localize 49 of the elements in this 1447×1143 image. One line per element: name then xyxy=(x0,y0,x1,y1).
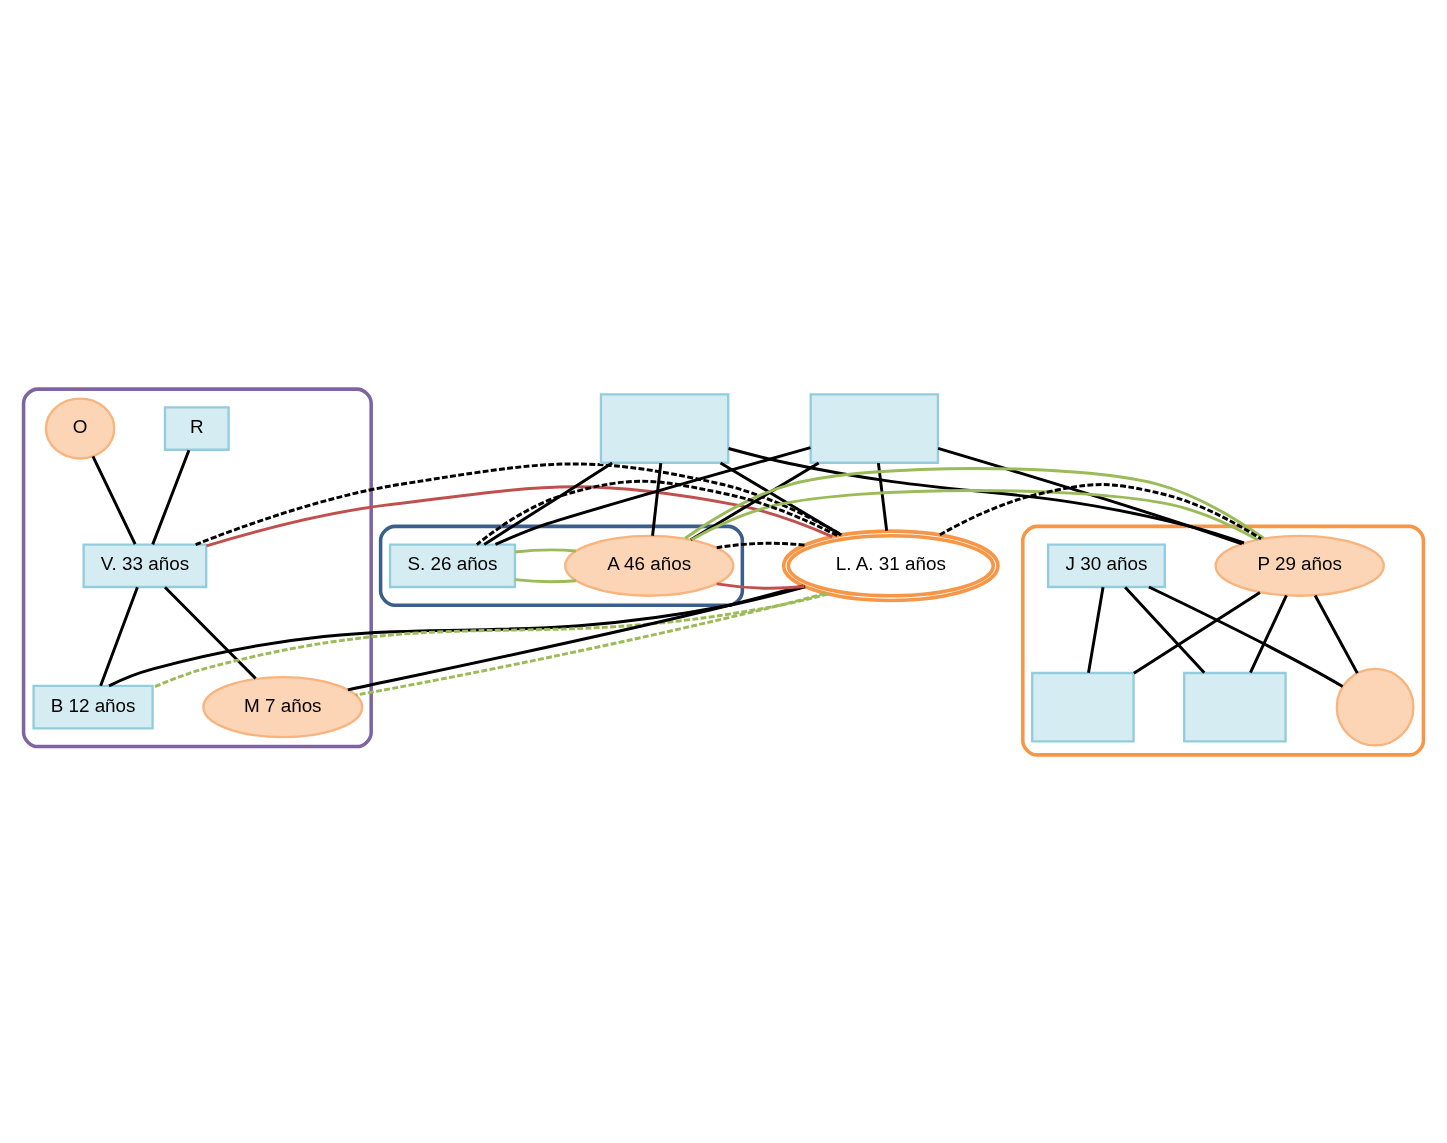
connector xyxy=(937,446,1243,545)
connector xyxy=(514,547,576,553)
node-ellipse: A 46 años xyxy=(564,534,735,597)
connector xyxy=(152,592,829,689)
node-ellipse: M 7 años xyxy=(202,675,364,738)
connector xyxy=(151,449,191,545)
connector xyxy=(206,484,833,547)
connector xyxy=(163,585,257,680)
node-ellipse: O xyxy=(44,396,116,460)
connector xyxy=(1124,585,1206,674)
connector xyxy=(514,577,576,583)
cluster xyxy=(378,524,745,607)
cluster xyxy=(21,386,373,748)
connector xyxy=(91,455,137,545)
connector xyxy=(347,583,804,691)
connector xyxy=(651,462,663,536)
node-box: J 30 años xyxy=(1046,542,1166,588)
connector xyxy=(483,461,613,546)
node-box: V. 33 años xyxy=(82,542,208,588)
connector xyxy=(728,446,1245,544)
connector xyxy=(876,462,889,531)
node-box: R xyxy=(163,405,230,451)
node-box xyxy=(599,392,730,464)
connector xyxy=(1313,594,1359,674)
connector xyxy=(1148,585,1344,688)
connector xyxy=(716,541,805,549)
cluster xyxy=(1021,524,1426,757)
connector xyxy=(494,445,811,546)
node-box: B 12 años xyxy=(32,684,154,730)
node-box xyxy=(1031,671,1135,742)
node-box xyxy=(809,392,940,464)
connector xyxy=(108,584,806,687)
connector xyxy=(716,581,805,590)
node-box: S. 26 años xyxy=(388,542,517,588)
connector xyxy=(719,461,842,536)
connector xyxy=(195,462,843,546)
connector xyxy=(690,461,820,541)
connector xyxy=(1133,590,1261,674)
connector xyxy=(939,482,1262,540)
node-ellipse: L. A. 31 años xyxy=(781,528,1000,602)
node-ellipse: P 29 años xyxy=(1214,534,1385,597)
connector xyxy=(355,591,826,697)
node-box xyxy=(1183,671,1287,742)
node-circle xyxy=(1335,667,1415,747)
connector xyxy=(99,586,139,686)
connector xyxy=(684,466,1265,541)
connector xyxy=(475,479,838,546)
connector xyxy=(1087,586,1105,673)
connector xyxy=(1249,594,1288,673)
